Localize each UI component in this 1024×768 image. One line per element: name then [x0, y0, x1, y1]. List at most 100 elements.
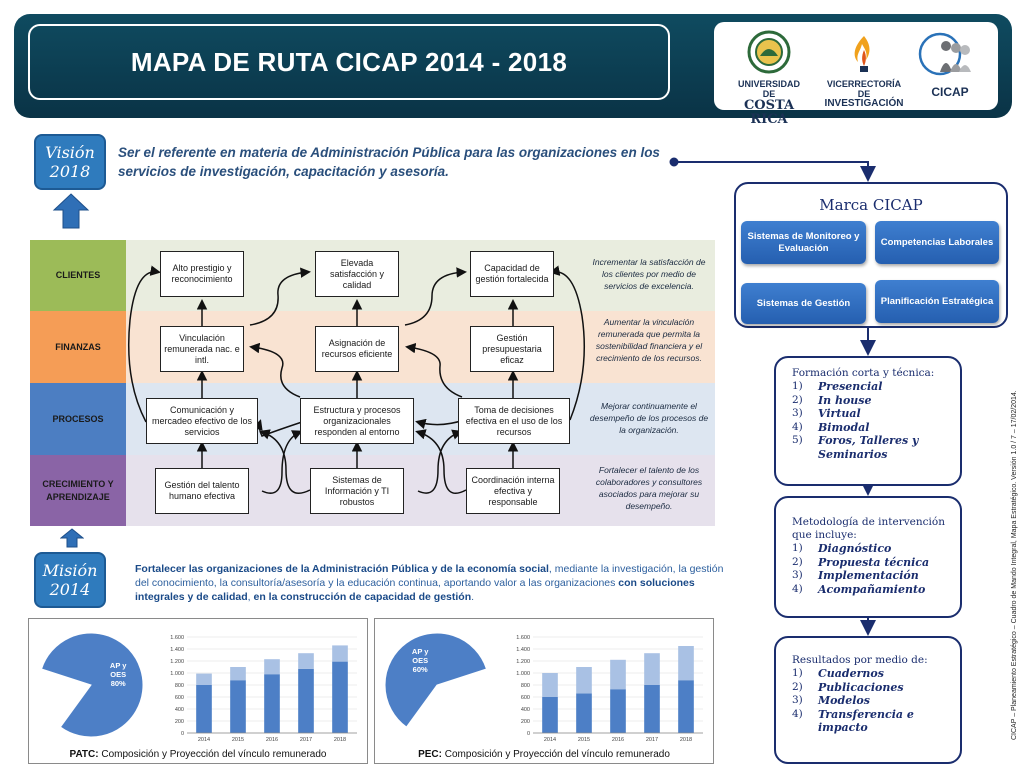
- metodologia-item: 4) Acompañamiento: [792, 583, 952, 597]
- ucr-logo-line1: UNIVERSIDAD DE: [737, 79, 800, 99]
- goal-crecimiento: Fortalecer el talento de los colaborador…: [595, 465, 703, 511]
- band-finanzas-label: FINANZAS: [30, 311, 126, 383]
- node-estructura: Estructura y procesos organizacionales r…: [300, 398, 414, 444]
- pie-slice-label: OES: [110, 670, 126, 679]
- metodologia-content: Metodología de intervención que incluye:…: [792, 516, 952, 596]
- resultados-item-text: Publicaciones: [818, 680, 904, 694]
- mission-part-2: , mediante la investigación, la gestión …: [135, 563, 724, 589]
- bar-segment: [678, 646, 694, 681]
- pie-slice-label: AP y: [110, 661, 127, 670]
- bar-segment: [678, 680, 694, 733]
- pec-caption: PEC: Composición y Proyección del víncul…: [375, 749, 713, 760]
- mission-statement: Fortalecer las organizaciones de la Admi…: [135, 562, 727, 604]
- vicerrectoria-logo-line2: INVESTIGACIÓN: [824, 98, 904, 109]
- vision-statement: Ser el referente en materia de Administr…: [118, 145, 660, 179]
- bar-segment: [332, 661, 348, 733]
- vision-up-arrow-icon: [52, 193, 90, 229]
- resultados-item: 4) Transferencia e impacto: [792, 708, 952, 735]
- pec-caption-bold: PEC:: [418, 749, 442, 760]
- bar-y-tick-label: 0: [527, 731, 530, 737]
- mission-part-6: .: [471, 591, 475, 603]
- bar-y-tick-label: 1.600: [170, 635, 184, 641]
- mission-part-1: Fortalecer las organizaciones de la Admi…: [135, 563, 549, 575]
- cicap-logo-text: CICAP: [931, 85, 969, 99]
- pie-slice: [40, 632, 144, 738]
- flame-icon: [854, 36, 870, 72]
- node-asignacion: Asignación de recursos eficiente: [315, 326, 399, 372]
- btn-competencias-laborales[interactable]: Competencias Laborales: [875, 221, 999, 264]
- node-capacidad-gestion: Capacidad de gestión fortalecida: [470, 251, 554, 297]
- metodologia-item-text: Diagnóstico: [818, 542, 892, 555]
- resultados-item-number: 1): [792, 667, 803, 679]
- band-procesos-label: PROCESOS: [30, 383, 126, 455]
- band-crecimiento: CRECIMIENTO Y APRENDIZAJE: [30, 455, 715, 526]
- bar-segment: [610, 689, 626, 733]
- bar-x-tick-label: 2017: [646, 737, 658, 743]
- bar-y-tick-label: 0: [181, 731, 184, 737]
- btn-sistemas-monitoreo[interactable]: Sistemas de Monitoreo y Evaluación: [741, 221, 866, 264]
- bar-segment: [576, 667, 592, 694]
- bar-x-tick-label: 2018: [680, 737, 692, 743]
- patc-caption-rest: Composición y Proyección del vínculo rem…: [98, 749, 327, 760]
- formacion-item: 3)Virtual: [792, 407, 952, 421]
- bar-y-tick-label: 800: [175, 683, 184, 689]
- btn-sistemas-gestion[interactable]: Sistemas de Gestión: [741, 283, 866, 324]
- metodologia-item-text: Propuesta técnica: [818, 555, 930, 569]
- metodologia-item-number: 4): [792, 582, 803, 595]
- formacion-item: 2)In house: [792, 394, 952, 408]
- formacion-item: 1)Presencial: [792, 380, 952, 394]
- node-coordinacion: Coordinación interna efectiva y responsa…: [466, 468, 560, 514]
- bar-y-tick-label: 200: [521, 719, 530, 725]
- metodologia-title: Metodología de intervención que incluye:: [792, 516, 945, 541]
- formacion-item-number: 5): [792, 434, 803, 447]
- chart-panel-patc: Coop.Intl.20%AP yOES80%02004006008001.00…: [28, 618, 368, 764]
- vision-year: 2018: [49, 162, 91, 181]
- btn-planificacion-estrategica[interactable]: Planificación Estratégica: [875, 280, 999, 323]
- patc-chart: Coop.Intl.20%AP yOES80%02004006008001.00…: [40, 632, 357, 743]
- formacion-item: 4)Bimodal: [792, 421, 952, 435]
- side-note: CICAP – Planeamiento Estratégico – Cuadr…: [1011, 390, 1018, 740]
- node-sistemas-informacion: Sistemas de Información y TI robustos: [310, 468, 404, 514]
- mission-year: 2014: [49, 580, 91, 599]
- node-alto-prestigio: Alto prestigio y reconocimiento: [160, 251, 244, 297]
- bar-y-tick-label: 1.400: [516, 647, 530, 653]
- goal-clientes: Incrementar la satisfacción de los clien…: [592, 257, 706, 291]
- node-toma-decisiones: Toma de decisiones efectiva en el uso de…: [458, 398, 570, 444]
- pie-slice-label: 80%: [111, 679, 126, 688]
- vicerrectoria-logo: VICERRECTORÍA DE INVESTIGACIÓN: [820, 32, 908, 109]
- bar-x-tick-label: 2015: [232, 737, 244, 743]
- bar-y-tick-label: 1.200: [516, 659, 530, 665]
- cicap-logo: CICAP: [918, 28, 982, 99]
- bar-segment: [196, 673, 212, 685]
- formacion-item-number: 2): [792, 393, 803, 406]
- resultados-item: 3)Modelos: [792, 694, 952, 708]
- resultados-title: Resultados por medio de:: [792, 654, 928, 666]
- metodologia-item-number: 2): [792, 555, 803, 568]
- vision-badge: Visión 2018: [34, 134, 106, 190]
- resultados-item: 1) Cuadernos: [792, 667, 952, 681]
- metodologia-item-text: Acompañamiento: [818, 582, 926, 596]
- bar-segment: [298, 668, 314, 733]
- metodologia-item-number: 1): [792, 542, 803, 554]
- node-gestion-presupuestaria: Gestión presupuestaria eficaz: [470, 326, 554, 372]
- bar-x-tick-label: 2016: [266, 737, 278, 743]
- resultados-item-text: Transferencia e impacto: [818, 707, 914, 735]
- formacion-title: Formación corta y técnica:: [792, 367, 935, 379]
- metodologia-item-text: Implementación: [818, 569, 919, 583]
- metodologia-item: 3)Implementación: [792, 569, 952, 583]
- resultados-item-text: Cuadernos: [818, 667, 884, 680]
- resultados-item-number: 4): [792, 707, 803, 720]
- bar-y-tick-label: 400: [175, 707, 184, 713]
- bar-segment: [230, 680, 246, 733]
- bar-segment: [576, 693, 592, 733]
- resultados-item-number: 3): [792, 694, 803, 707]
- bar-x-tick-label: 2015: [578, 737, 590, 743]
- metodologia-item: 2) Propuesta técnica: [792, 556, 952, 570]
- bar-segment: [196, 685, 212, 733]
- node-gestion-talento: Gestión del talento humano efectiva: [155, 468, 249, 514]
- node-comunicacion: Comunicación y mercadeo efectivo de los …: [146, 398, 258, 444]
- goal-procesos: Mejorar continuamente el desempeño de lo…: [589, 401, 709, 435]
- bar-segment: [264, 674, 280, 733]
